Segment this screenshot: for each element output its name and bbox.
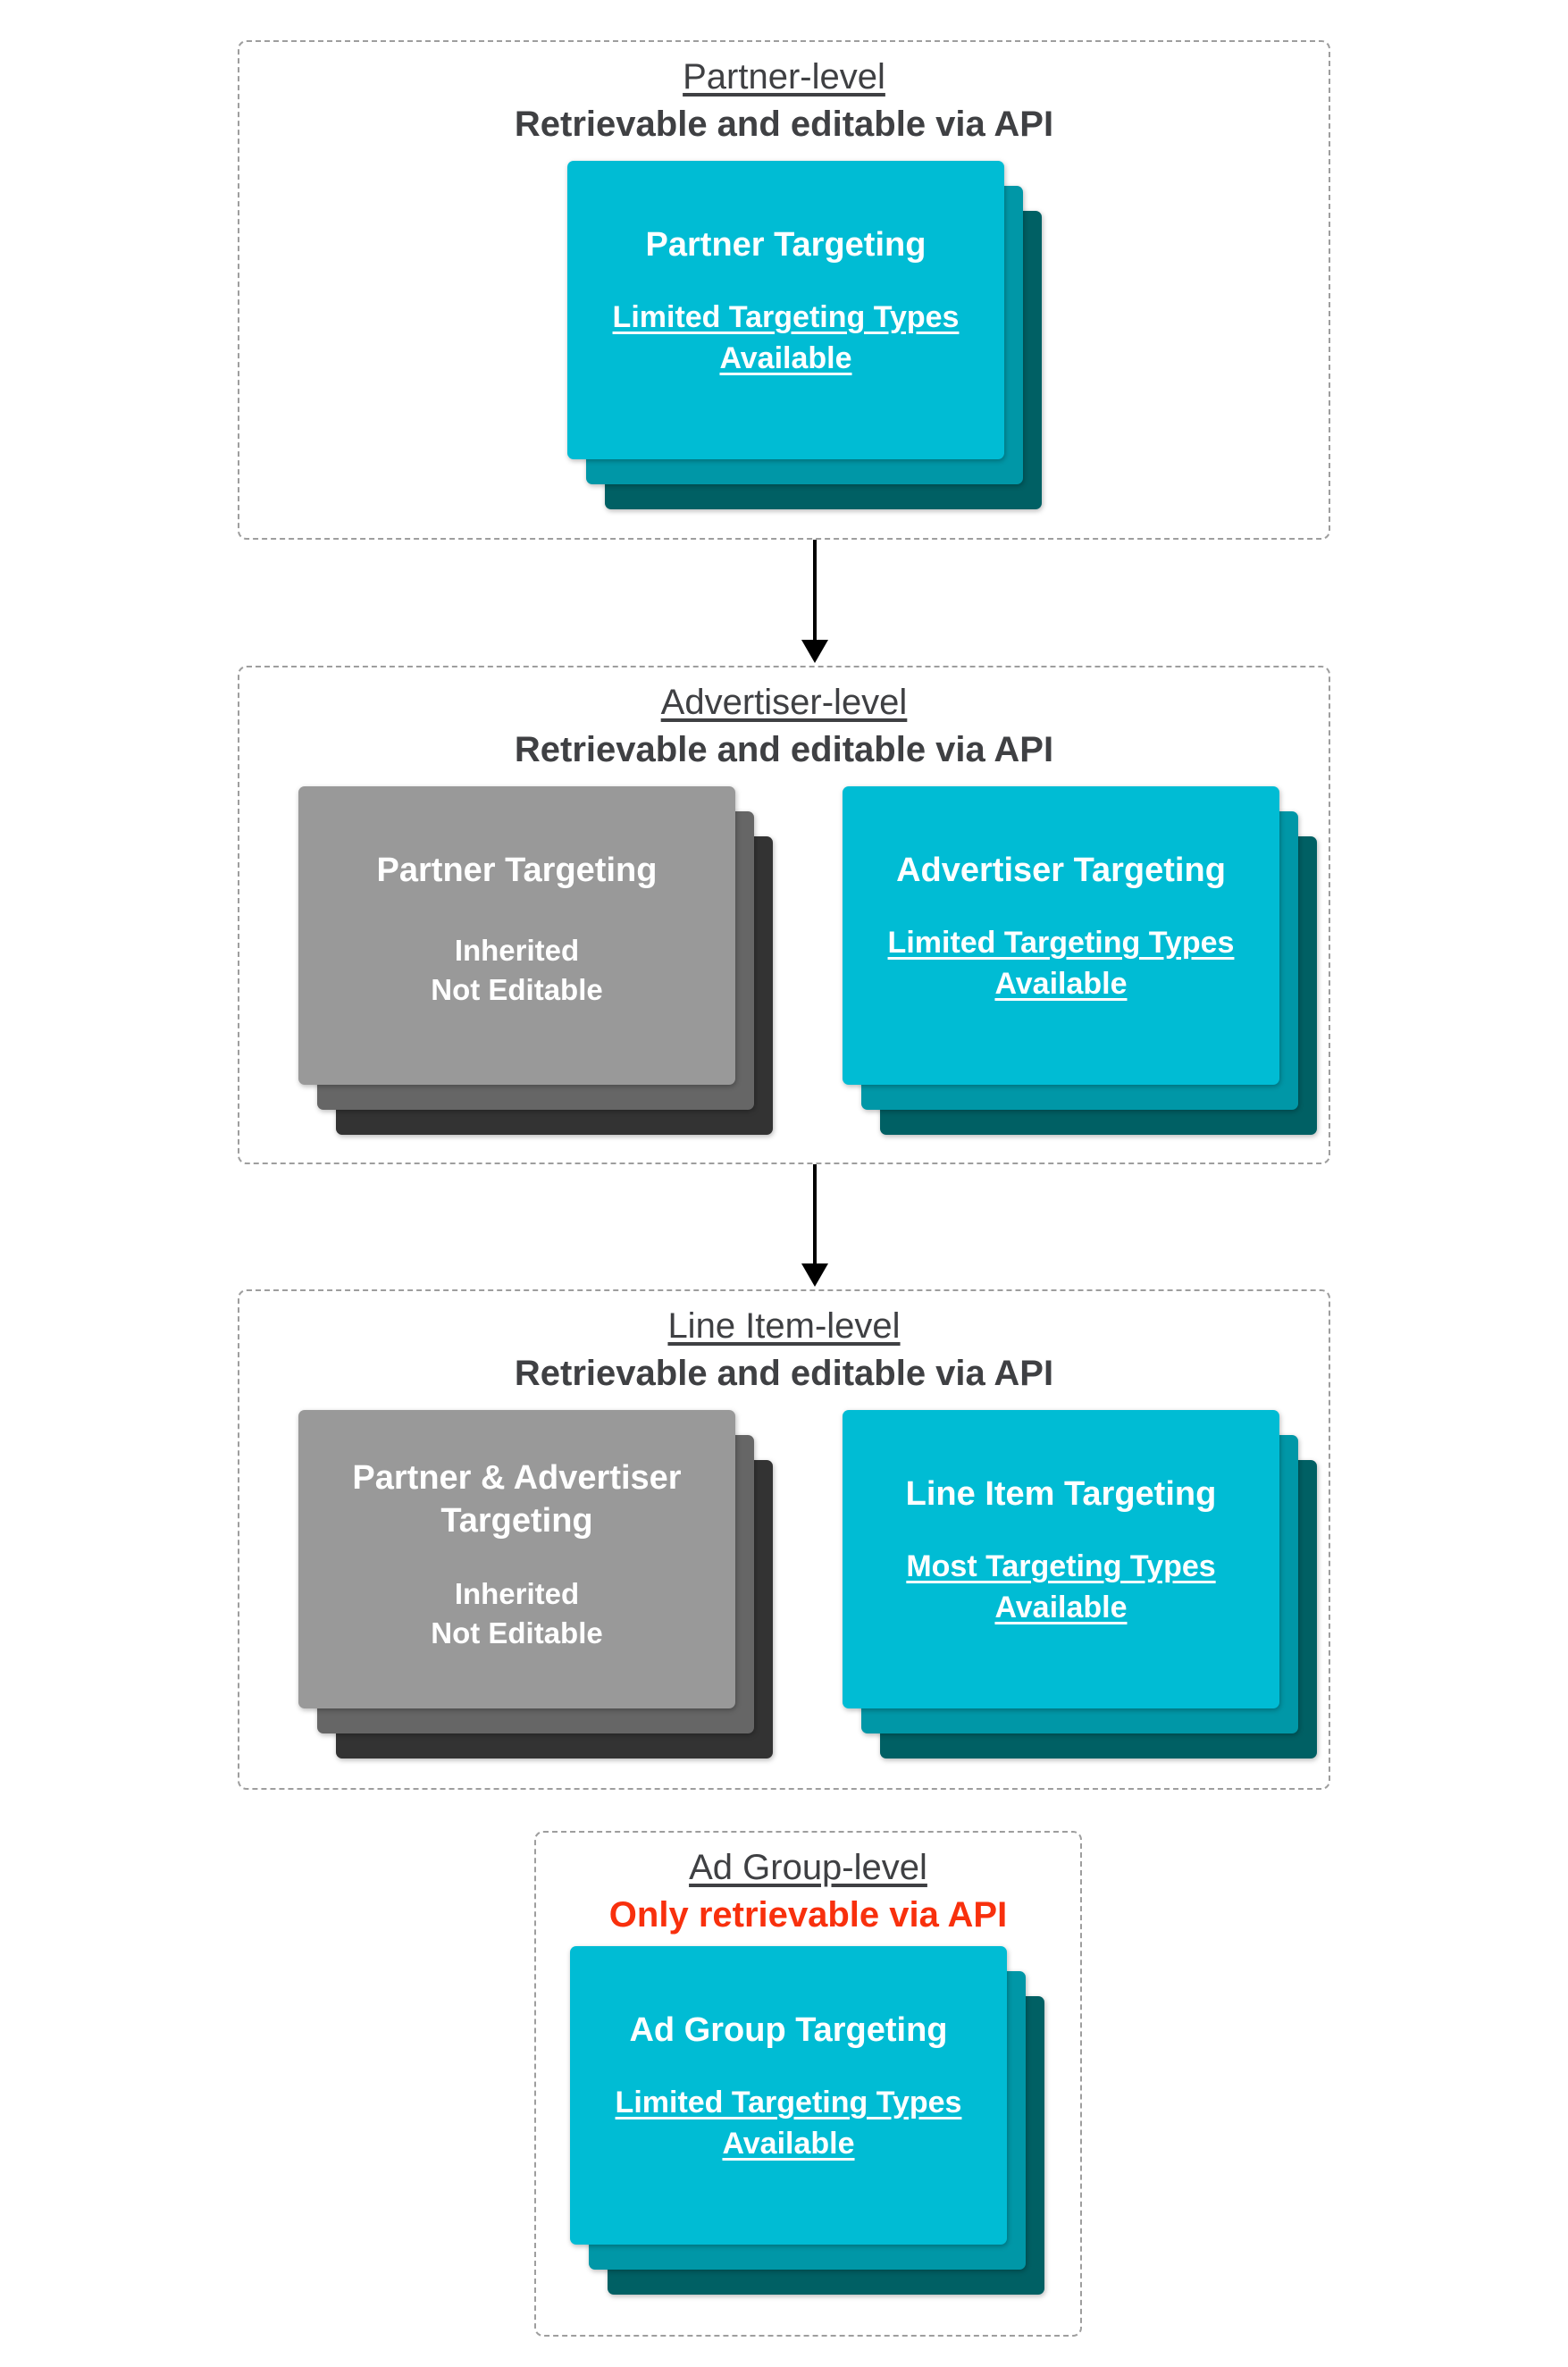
card-partner-targeting-inherited: Partner Targeting Inherited Not Editable bbox=[298, 786, 735, 1085]
section-subtitle: Retrievable and editable via API bbox=[514, 1354, 1054, 1393]
card-note-line: Inherited bbox=[454, 1577, 580, 1610]
card-title: Partner Targeting bbox=[645, 226, 927, 264]
card-advertiser-targeting: Advertiser Targeting Limited Targeting T… bbox=[843, 786, 1279, 1085]
section-partner-level: Partner-level Retrievable and editable v… bbox=[238, 40, 1330, 540]
card-note-line: Inherited bbox=[454, 934, 580, 967]
section-ad-group-level: Ad Group-level Only retrievable via API … bbox=[534, 1831, 1082, 2337]
section-line-item-level: Line Item-level Retrievable and editable… bbox=[238, 1289, 1330, 1790]
section-subtitle: Retrievable and editable via API bbox=[514, 105, 1054, 144]
card-stack-inherited-partner: Partner Targeting Inherited Not Editable bbox=[298, 786, 773, 1135]
card-subtitle: Limited Targeting Types Available bbox=[887, 926, 1235, 1001]
card-title: Ad Group Targeting bbox=[629, 2011, 948, 2049]
card-title: Line Item Targeting bbox=[905, 1475, 1217, 1513]
card-subtitle: Limited Targeting Types Available bbox=[615, 2086, 962, 2161]
section-subtitle-alert: Only retrievable via API bbox=[608, 1895, 1008, 1935]
card-subtitle: Limited Targeting Types Available bbox=[612, 300, 960, 375]
card-note-line: Not Editable bbox=[431, 1616, 603, 1649]
card-line-item-targeting: Line Item Targeting Most Targeting Types… bbox=[843, 1410, 1279, 1708]
section-advertiser-level: Advertiser-level Retrievable and editabl… bbox=[238, 666, 1330, 1164]
card-partner-advertiser-targeting-inherited: Partner & Advertiser Targeting Inherited… bbox=[298, 1410, 735, 1708]
card-subtitle: Most Targeting Types Available bbox=[906, 1549, 1216, 1624]
flow-arrow-icon bbox=[801, 540, 828, 663]
arrow-head bbox=[801, 1263, 828, 1287]
arrow-shaft bbox=[813, 540, 817, 642]
card-title: Partner Targeting bbox=[376, 852, 658, 889]
card-stack-partner-targeting: Partner Targeting Limited Targeting Type… bbox=[567, 161, 1042, 509]
card-note: Inherited Not Editable bbox=[298, 931, 735, 1010]
section-title: Ad Group-level bbox=[689, 1848, 927, 1887]
arrow-head bbox=[801, 640, 828, 663]
card-stack-advertiser-targeting: Advertiser Targeting Limited Targeting T… bbox=[843, 786, 1317, 1135]
card-stack-ad-group-targeting: Ad Group Targeting Limited Targeting Typ… bbox=[570, 1946, 1044, 2295]
section-title: Advertiser-level bbox=[660, 683, 908, 722]
card-title: Advertiser Targeting bbox=[896, 852, 1226, 889]
card-partner-targeting: Partner Targeting Limited Targeting Type… bbox=[567, 161, 1004, 459]
section-title: Line Item-level bbox=[667, 1306, 901, 1346]
card-stack-inherited-partner-advertiser: Partner & Advertiser Targeting Inherited… bbox=[298, 1410, 773, 1758]
card-note-line: Not Editable bbox=[431, 973, 603, 1006]
card-stack-line-item-targeting: Line Item Targeting Most Targeting Types… bbox=[843, 1410, 1317, 1758]
section-subtitle: Retrievable and editable via API bbox=[514, 730, 1054, 769]
card-title: Partner & Advertiser Targeting bbox=[352, 1459, 682, 1540]
card-ad-group-targeting: Ad Group Targeting Limited Targeting Typ… bbox=[570, 1946, 1007, 2245]
section-title: Partner-level bbox=[683, 57, 885, 97]
flow-arrow-icon bbox=[801, 1164, 828, 1287]
arrow-shaft bbox=[813, 1164, 817, 1265]
card-note: Inherited Not Editable bbox=[298, 1574, 735, 1653]
